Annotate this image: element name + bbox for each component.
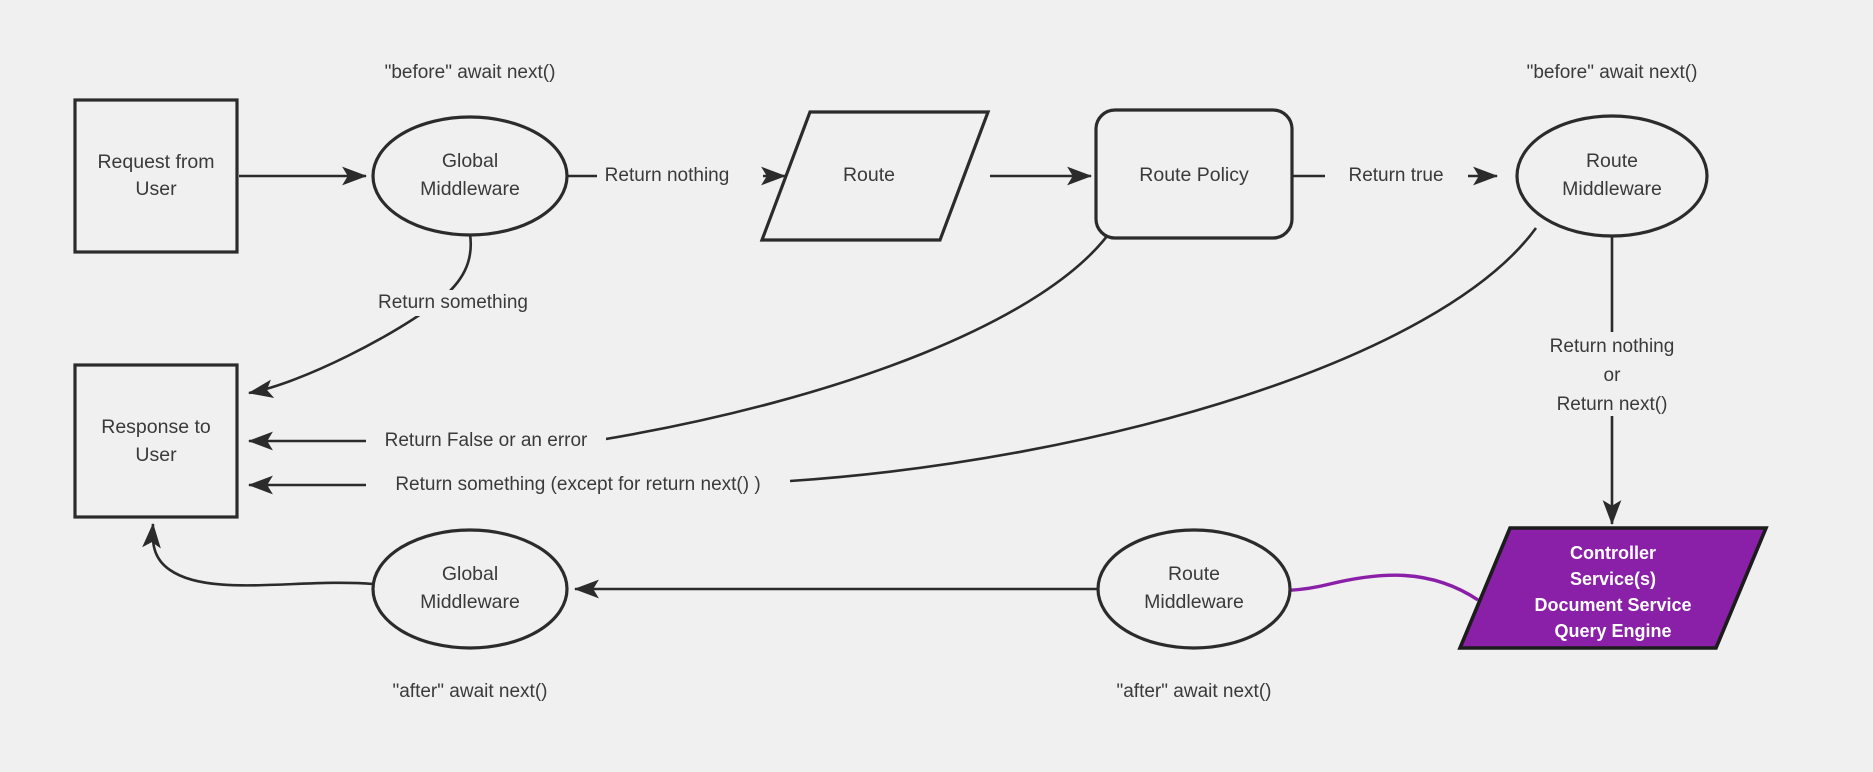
edge-label-return-nothing-2: Return nothing xyxy=(1550,336,1675,357)
node-label-response-line1: Response to xyxy=(101,416,211,438)
edge-global-middleware-bottom-to-response xyxy=(142,522,374,587)
edge-route-middleware-to-response: Return something (except for return next… xyxy=(247,227,1538,498)
edge-global-middleware-to-response: Return something xyxy=(247,233,540,399)
node-label-route: Route xyxy=(843,164,895,186)
node-label-route-policy: Route Policy xyxy=(1139,164,1249,186)
annotation-before-await-next-global: "before" await next() xyxy=(385,62,556,83)
node-label-route-mw-bottom-line2: Middleware xyxy=(1144,591,1244,613)
annotation-after-await-next-global: "after" await next() xyxy=(393,681,548,702)
edge-label-return-true: Return true xyxy=(1348,165,1443,186)
node-route-policy[interactable]: Route Policy xyxy=(1094,108,1294,240)
node-controller-services[interactable]: Controller Service(s) Document Service Q… xyxy=(1457,526,1769,650)
node-label-controller-line4: Query Engine xyxy=(1554,621,1671,641)
edge-route-policy-to-route-middleware: Return true xyxy=(1292,165,1499,186)
edge-label-return-something: Return something xyxy=(378,292,528,313)
label-backdrop xyxy=(366,290,540,316)
node-label-controller-line3: Document Service xyxy=(1534,595,1691,615)
label-backdrop xyxy=(366,472,790,498)
node-label-global-mw-top-line1: Global xyxy=(442,150,498,172)
node-label-request-line2: User xyxy=(135,178,177,200)
node-label-route-mw-bottom-line1: Route xyxy=(1168,563,1220,585)
node-response-to-user[interactable]: Response to User xyxy=(73,363,239,519)
node-global-middleware-top[interactable]: Global Middleware xyxy=(371,115,569,237)
node-route-middleware-bottom[interactable]: Route Middleware xyxy=(1096,528,1292,650)
node-label-controller-line1: Controller xyxy=(1570,543,1656,563)
annotation-before-await-next-route-mw: "before" await next() xyxy=(1527,62,1698,83)
edge-label-return-false-or-error: Return False or an error xyxy=(385,430,588,451)
node-label-request-line1: Request from xyxy=(97,151,214,173)
node-label-route-mw-top-line1: Route xyxy=(1586,150,1638,172)
label-backdrop xyxy=(366,428,606,454)
node-label-response-line2: User xyxy=(135,444,177,466)
edge-label-or: or xyxy=(1604,365,1622,386)
node-label-global-mw-bottom-line2: Middleware xyxy=(420,591,520,613)
node-request-from-user[interactable]: Request from User xyxy=(73,98,239,254)
label-backdrop xyxy=(1532,332,1696,416)
edge-label-return-next: Return next() xyxy=(1557,394,1668,415)
node-label-global-mw-bottom-line1: Global xyxy=(442,563,498,585)
edge-label-return-something-except-next: Return something (except for return next… xyxy=(395,474,760,495)
node-label-global-mw-top-line2: Middleware xyxy=(420,178,520,200)
edge-global-middleware-to-route: Return nothing xyxy=(567,165,787,186)
annotation-after-await-next-route-mw: "after" await next() xyxy=(1117,681,1272,702)
edge-route-middleware-to-controller: Return nothing or Return next() xyxy=(1532,236,1696,526)
node-route-middleware-top[interactable]: Route Middleware xyxy=(1515,114,1709,238)
node-label-route-mw-top-line2: Middleware xyxy=(1562,178,1662,200)
edge-label-return-nothing: Return nothing xyxy=(605,165,730,186)
node-label-controller-line2: Service(s) xyxy=(1570,569,1656,589)
edge-route-policy-to-response: Return False or an error xyxy=(247,227,1115,454)
node-global-middleware-bottom[interactable]: Global Middleware xyxy=(371,528,569,650)
node-route[interactable]: Route xyxy=(759,110,991,242)
